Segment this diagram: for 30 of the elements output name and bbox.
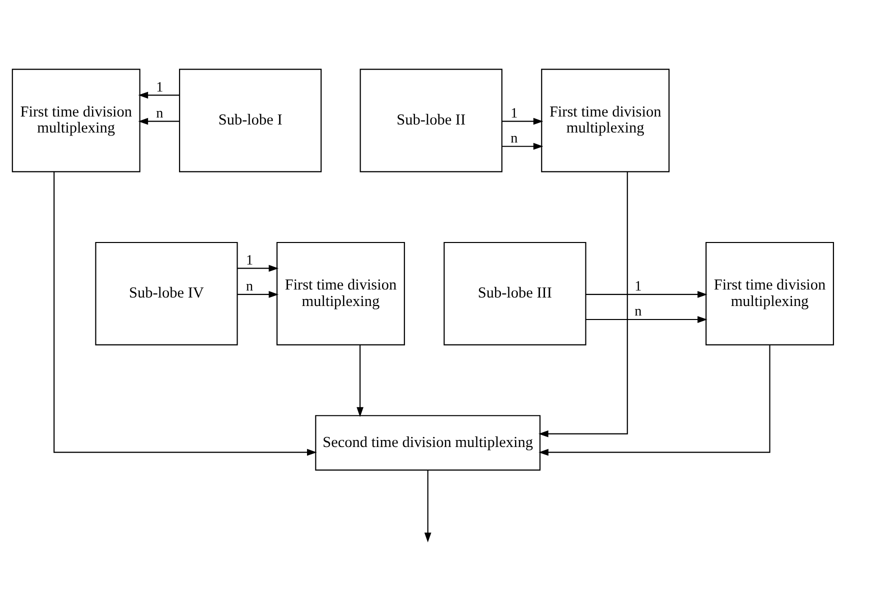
arrow — [586, 316, 708, 322]
arrow — [237, 290, 279, 298]
node-box: Second time division multiplexing — [315, 414, 541, 470]
arrow — [138, 91, 180, 98]
arrow — [502, 117, 544, 124]
arrow — [424, 470, 432, 542]
node-box: First time division multiplexing — [541, 68, 670, 172]
arrow — [538, 171, 628, 437]
edge-label: 1 — [634, 278, 642, 294]
arrow — [538, 344, 770, 456]
arrow — [237, 264, 279, 272]
edge-label: 1 — [156, 78, 164, 95]
arrow — [54, 172, 317, 456]
arrow — [356, 344, 364, 416]
edge-label: 1 — [246, 252, 254, 268]
arrow — [502, 142, 544, 150]
node-box: Sub-lobe II — [360, 68, 502, 172]
node-box: First time division multiplexing — [706, 241, 834, 345]
node-box: Sub-lobe IV — [95, 241, 238, 345]
edge-label: n — [246, 278, 254, 294]
arrow — [586, 290, 708, 298]
edge-label: n — [156, 104, 164, 121]
edge-label: 1 — [510, 104, 518, 121]
node-box: First time division multiplexing — [276, 241, 405, 345]
edge-label: n — [634, 303, 642, 320]
arrow — [138, 117, 180, 124]
edge-label: n — [510, 130, 518, 146]
node-box: Sub-lobe I — [179, 68, 322, 172]
node-box: First time division multiplexing — [12, 68, 140, 172]
node-box: Sub-lobe III — [444, 241, 586, 345]
